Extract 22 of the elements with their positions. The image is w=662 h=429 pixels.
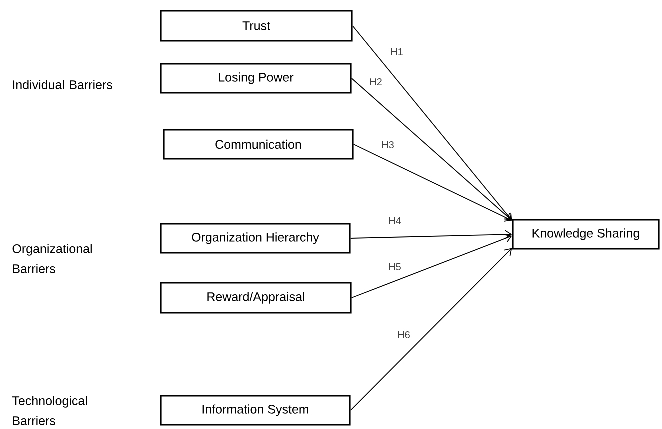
- arrow: [353, 144, 512, 222]
- group-label: Individual Barriers: [13, 80, 112, 90]
- group-label: Technological Barriers: [12, 396, 88, 426]
- edge-label: H5: [388, 262, 402, 272]
- edge-label: H6: [396, 330, 412, 340]
- factor-box: Losing Power: [160, 63, 352, 94]
- factor-box: Communication: [163, 129, 354, 160]
- group-label: Organizational Barriers: [12, 244, 92, 274]
- factor-box: Reward/Appraisal: [160, 282, 352, 314]
- factor-box: Information System: [160, 395, 351, 426]
- arrow: [351, 234, 512, 298]
- factor-box: Trust: [160, 10, 353, 42]
- arrow: [351, 78, 512, 221]
- arrow: [352, 26, 512, 221]
- factor-box: Knowledge Sharing: [512, 219, 660, 250]
- arrow: [350, 248, 512, 411]
- edge-label: H1: [390, 48, 404, 56]
- edge-label: H3: [380, 140, 396, 150]
- arrow: [350, 230, 512, 240]
- edge-label: H2: [368, 78, 384, 86]
- factor-box: Organization Hierarchy: [160, 223, 351, 254]
- edge-label: H4: [388, 216, 402, 226]
